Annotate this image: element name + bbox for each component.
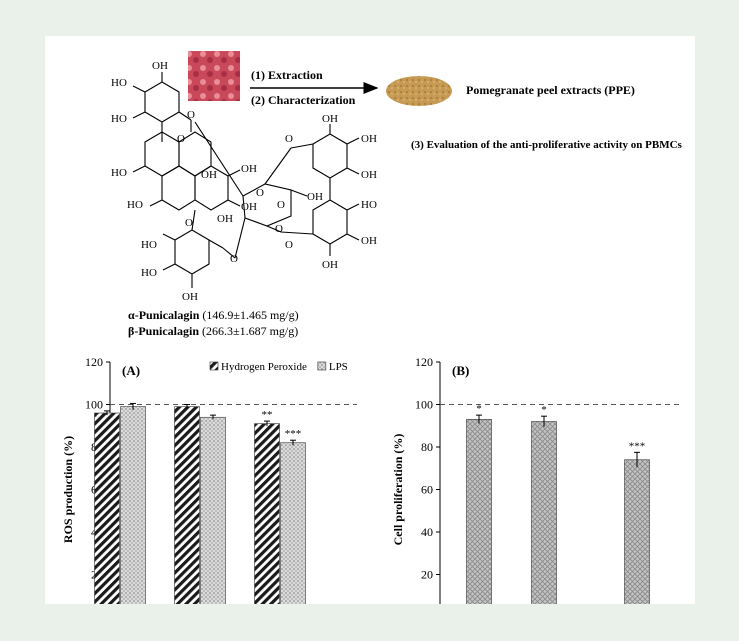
- bar: [200, 416, 226, 604]
- panel-label: (A): [122, 363, 140, 378]
- step-extraction: (1) Extraction: [251, 68, 323, 82]
- bar: [624, 459, 650, 604]
- structure-labels: OH HO HO O O HO HO O OH OH O O O OH O OH…: [111, 60, 377, 303]
- structure-label: O: [177, 133, 185, 145]
- y-tick-label: 120: [415, 355, 433, 369]
- product-label: Pomegranate peel extracts (PPE): [466, 83, 635, 97]
- structure-label: OH: [322, 259, 338, 271]
- y-axis-label: Cell proliferation (%): [391, 434, 405, 546]
- structure-label: HO: [111, 113, 127, 125]
- structure-label: OH: [307, 191, 323, 203]
- structure-label: OH: [201, 169, 217, 181]
- structure-label: HO: [141, 267, 157, 279]
- powder-photo: [386, 76, 452, 106]
- scheme-diagram: OH HO HO O O HO HO O OH OH O O O OH O OH…: [111, 51, 452, 303]
- structure-label: HO: [127, 199, 143, 211]
- alpha-value: (146.9±1.465 mg/g): [202, 308, 299, 322]
- structure-label: O: [187, 109, 195, 121]
- y-tick-label: 120: [85, 355, 103, 369]
- pomegranate-photo: [188, 51, 240, 101]
- structure-label: OH: [322, 113, 338, 125]
- beta-punicalagin: β-Punicalagin (266.3±1.687 mg/g): [128, 324, 298, 339]
- significance-label: **: [262, 409, 273, 421]
- structure-label: OH: [152, 60, 168, 72]
- structure-label: OH: [361, 169, 377, 181]
- y-axis-label: ROS production (%): [61, 436, 75, 543]
- bar: [94, 412, 120, 604]
- bar: [120, 406, 146, 604]
- panel-label: (B): [452, 363, 469, 378]
- structure-label: OH: [241, 163, 257, 175]
- structure-label: HO: [111, 77, 127, 89]
- y-tick-label: 60: [421, 483, 433, 497]
- figure-card: OH HO HO O O HO HO O OH OH O O O OH O OH…: [45, 36, 695, 604]
- structure-label: HO: [111, 167, 127, 179]
- y-tick-label: 20: [421, 568, 433, 582]
- alpha-punicalagin: α-Punicalagin (146.9±1.465 mg/g): [128, 308, 299, 323]
- structure-label: O: [285, 239, 293, 251]
- bar: [280, 442, 306, 604]
- beta-value: (266.3±1.687 mg/g): [202, 324, 299, 338]
- legend-label: LPS: [329, 361, 348, 373]
- bar: [174, 406, 200, 604]
- alpha-name: α-Punicalagin: [128, 308, 200, 322]
- structure-label: HO: [361, 199, 377, 211]
- significance-label: *: [541, 404, 547, 416]
- punicalagin-structure: [132, 72, 360, 288]
- y-tick-label: 80: [421, 440, 433, 454]
- legend-swatch: [317, 361, 327, 371]
- significance-label: ***: [629, 440, 646, 452]
- significance-label: ***: [285, 428, 302, 440]
- structure-label: O: [277, 199, 285, 211]
- bar: [254, 423, 280, 604]
- bar: [531, 421, 557, 604]
- y-tick-label: 100: [85, 398, 103, 412]
- beta-name: β-Punicalagin: [128, 324, 199, 338]
- structure-label: O: [185, 217, 193, 229]
- structure-label: OH: [182, 291, 198, 303]
- structure-label: O: [230, 253, 238, 265]
- structure-label: O: [285, 133, 293, 145]
- chart-a: 020406080100120ROS production (%)(A)0.11…: [61, 355, 357, 604]
- structure-label: OH: [361, 133, 377, 145]
- structure-label: OH: [217, 213, 233, 225]
- step-evaluation: (3) Evaluation of the anti-proliferative…: [411, 139, 682, 151]
- structure-label: OH: [241, 201, 257, 213]
- bar: [466, 419, 492, 604]
- legend-swatch: [209, 361, 219, 371]
- step-characterization: (2) Characterization: [251, 93, 356, 107]
- y-tick-label: 40: [421, 525, 433, 539]
- significance-label: *: [476, 403, 482, 415]
- y-tick-label: 100: [415, 398, 433, 412]
- structure-label: HO: [141, 239, 157, 251]
- structure-label: O: [256, 187, 264, 199]
- legend-label: Hydrogen Peroxide: [221, 361, 307, 373]
- chart-b: 020406080100120Cell proliferation (%)(B)…: [391, 355, 680, 604]
- structure-label: OH: [361, 235, 377, 247]
- structure-label: O: [275, 223, 283, 235]
